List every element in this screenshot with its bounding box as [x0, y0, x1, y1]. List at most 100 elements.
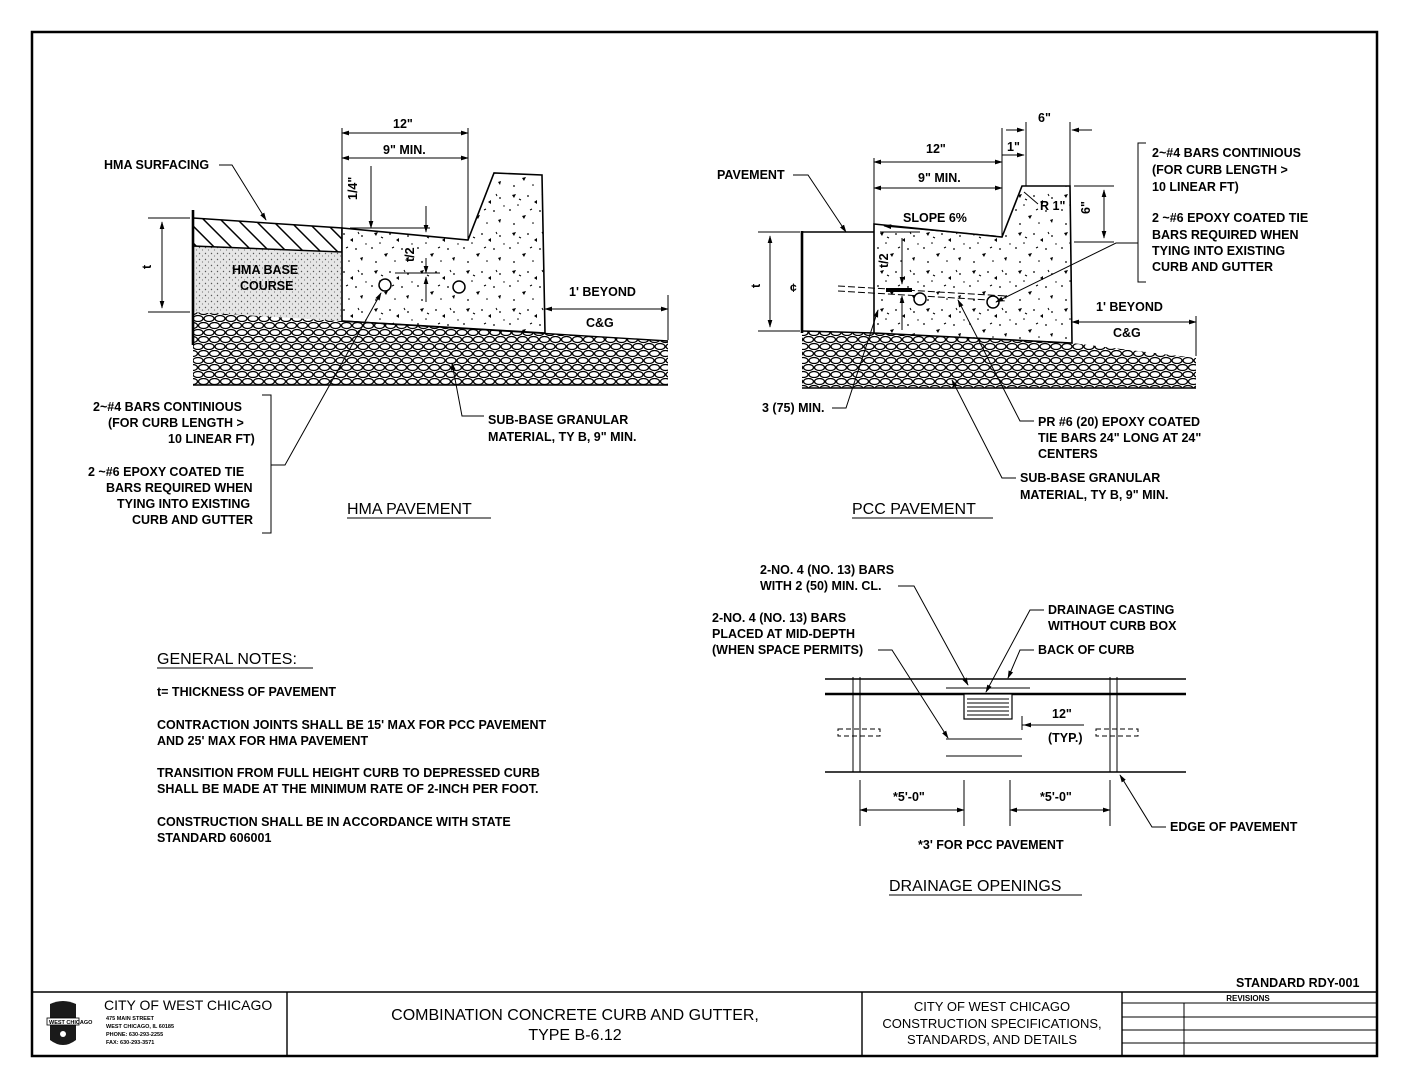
hma-dim-12: 12" [393, 117, 413, 131]
pcc-dim-6: 6" [1038, 111, 1051, 125]
pcc-thickness: t [749, 283, 763, 288]
pcc-detail: ¢ 12" 9" MIN. 6" 1" 6" R 1" SLOPE 6% t/2… [717, 111, 1308, 519]
drain-bars-mid-1: 2-NO. 4 (NO. 13) BARS [712, 611, 846, 625]
hma-tie-2: BARS REQUIRED WHEN [106, 481, 253, 495]
drain-dim-right: *5'-0" [1040, 790, 1072, 804]
note-2b: AND 25' MAX FOR HMA PAVEMENT [157, 734, 368, 748]
pcc-subbase-1: SUB-BASE GRANULAR [1020, 471, 1160, 485]
pcc-bars-1: 2~#4 BARS CONTINIOUS [1152, 146, 1301, 160]
city-addr-1: 475 MAIN STREET [106, 1016, 155, 1022]
spec-1: CITY OF WEST CHICAGO [914, 999, 1070, 1014]
pcc-tie-4: CURB AND GUTTER [1152, 260, 1273, 274]
pcc-bars-2: (FOR CURB LENGTH > [1152, 163, 1288, 177]
drain-casting-2: WITHOUT CURB BOX [1048, 619, 1177, 633]
hma-bar-1 [378, 278, 392, 292]
city-addr-3: PHONE: 630-293-2255 [106, 1032, 163, 1038]
hma-tie-1: 2 ~#6 EPOXY COATED TIE [88, 465, 244, 479]
pcc-bars-3: 10 LINEAR FT) [1152, 180, 1239, 194]
pcc-pr-1: PR #6 (20) EPOXY COATED [1038, 415, 1200, 429]
hma-dim-quarter: 1/4" [346, 177, 360, 200]
hma-bars-1: 2~#4 BARS CONTINIOUS [93, 400, 242, 414]
hma-tie-4: CURB AND GUTTER [132, 513, 253, 527]
drawing-title-2: TYPE B-6.12 [528, 1027, 621, 1044]
logo-text: WEST CHICAGO [49, 1020, 93, 1026]
pcc-beyond: 1' BEYOND [1096, 300, 1163, 314]
city-logo: WEST CHICAGO [46, 1001, 93, 1045]
pcc-subbase-2: MATERIAL, TY B, 9" MIN. [1020, 488, 1169, 502]
revisions-label: REVISIONS [1226, 994, 1270, 1003]
pcc-slope: SLOPE 6% [903, 211, 967, 225]
hma-subbase-2: MATERIAL, TY B, 9" MIN. [488, 430, 637, 444]
drainage-detail: 12" (TYP.) *5'-0" *5'-0" 2-NO. 4 (NO. 13… [712, 563, 1298, 896]
pcc-tie-1: 2 ~#6 EPOXY COATED TIE [1152, 211, 1308, 225]
pcc-bar [986, 295, 1000, 309]
pcc-tie-bar [913, 292, 927, 306]
drain-typ: (TYP.) [1048, 731, 1083, 745]
sheet-border [30, 30, 1379, 1058]
pcc-centerline: ¢ [790, 281, 797, 295]
hma-title: HMA PAVEMENT [347, 501, 472, 518]
pcc-tie-2: BARS REQUIRED WHEN [1152, 228, 1299, 242]
pcc-subbase [802, 331, 1196, 388]
hma-surfacing-label: HMA SURFACING [104, 158, 209, 172]
drain-bars-cl-1: 2-NO. 4 (NO. 13) BARS [760, 563, 894, 577]
title-block: STANDARD RDY-001 WEST CHICAGO CITY OF WE… [32, 976, 1377, 1056]
note-2a: CONTRACTION JOINTS SHALL BE 15' MAX FOR … [157, 718, 546, 732]
hma-surfacing-hatch [192, 217, 343, 253]
drain-back-of-curb: BACK OF CURB [1038, 643, 1135, 657]
pcc-dim-half-t: t/2 [877, 253, 891, 268]
city-addr-4: FAX: 630-293-3571 [106, 1040, 154, 1046]
note-3b: SHALL BE MADE AT THE MINIMUM RATE OF 2-I… [157, 782, 538, 796]
revisions-table: REVISIONS [1122, 994, 1377, 1056]
hma-tie-3: TYING INTO EXISTING [117, 497, 250, 511]
spec-2: CONSTRUCTION SPECIFICATIONS, [882, 1016, 1101, 1031]
pcc-pavement-label: PAVEMENT [717, 168, 785, 182]
hma-bars-2: (FOR CURB LENGTH > [108, 416, 244, 430]
hma-subbase-1: SUB-BASE GRANULAR [488, 413, 628, 427]
note-3a: TRANSITION FROM FULL HEIGHT CURB TO DEPR… [157, 766, 540, 780]
pcc-dim-12: 12" [926, 142, 946, 156]
pcc-dim-1: 1" [1007, 140, 1020, 154]
pcc-dim-6v: 6" [1079, 201, 1093, 214]
hma-bar-2 [452, 280, 466, 294]
pcc-pr-3: CENTERS [1038, 447, 1098, 461]
hma-dim-half-t: t/2 [403, 247, 417, 262]
drain-bars-mid-3: (WHEN SPACE PERMITS) [712, 643, 863, 657]
pcc-tie-3: TYING INTO EXISTING [1152, 244, 1285, 258]
hma-bars-3: 10 LINEAR FT) [168, 432, 255, 446]
pcc-radius: R 1" [1040, 199, 1065, 213]
pcc-slab [802, 233, 874, 331]
pcc-title: PCC PAVEMENT [852, 501, 976, 518]
pcc-cg: C&G [1113, 326, 1141, 340]
pcc-dim-9min: 9" MIN. [918, 171, 961, 185]
city-name: CITY OF WEST CHICAGO [104, 997, 272, 1013]
hma-dim-9min: 9" MIN. [383, 143, 426, 157]
hma-thickness: t [140, 264, 154, 269]
drain-pcc-note: *3' FOR PCC PAVEMENT [918, 838, 1064, 852]
note-1: t= THICKNESS OF PAVEMENT [157, 685, 336, 699]
city-addr-2: WEST CHICAGO, IL 60185 [106, 1024, 174, 1030]
hma-beyond: 1' BEYOND [569, 285, 636, 299]
drain-title: DRAINAGE OPENINGS [889, 878, 1061, 895]
note-4a: CONSTRUCTION SHALL BE IN ACCORDANCE WITH… [157, 815, 511, 829]
drawing-title-1: COMBINATION CONCRETE CURB AND GUTTER, [391, 1007, 759, 1024]
drain-dim-12: 12" [1052, 707, 1072, 721]
spec-3: STANDARDS, AND DETAILS [907, 1032, 1077, 1047]
hma-base-course [193, 246, 342, 321]
notes-heading: GENERAL NOTES: [157, 651, 297, 668]
pcc-pr-2: TIE BARS 24" LONG AT 24" [1038, 431, 1201, 445]
pcc-min3: 3 (75) MIN. [762, 401, 825, 415]
general-notes: GENERAL NOTES: t= THICKNESS OF PAVEMENT … [157, 651, 546, 845]
hma-subbase [193, 312, 668, 385]
note-4b: STANDARD 606001 [157, 831, 271, 845]
drain-bars-cl-2: WITH 2 (50) MIN. CL. [760, 579, 882, 593]
hma-base-label-2: COURSE [240, 279, 293, 293]
hma-detail: 12" 9" MIN. 1/4" t/2 t HMA BASE COURSE H… [88, 117, 669, 534]
drain-casting-1: DRAINAGE CASTING [1048, 603, 1174, 617]
hma-cg: C&G [586, 316, 614, 330]
hma-base-label-1: HMA BASE [232, 263, 298, 277]
drain-bars-mid-2: PLACED AT MID-DEPTH [712, 627, 855, 641]
drain-edge: EDGE OF PAVEMENT [1170, 820, 1298, 834]
drain-dim-left: *5'-0" [893, 790, 925, 804]
